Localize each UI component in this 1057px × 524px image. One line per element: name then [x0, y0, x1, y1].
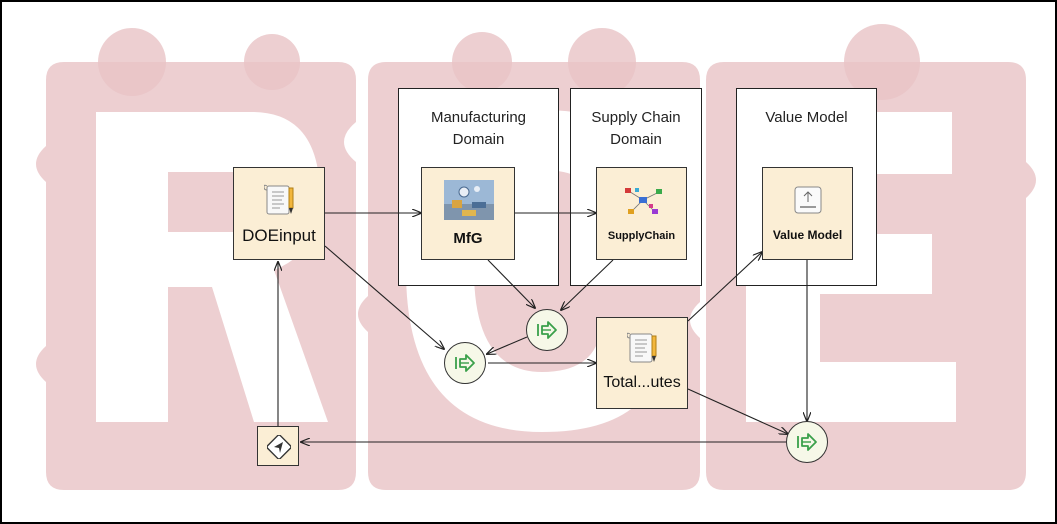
group-title: Manufacturing Domain — [430, 109, 527, 148]
merge-arrow-icon — [537, 321, 557, 339]
merge-arrow-icon — [797, 433, 817, 451]
merge-arrow-icon — [455, 354, 475, 372]
node-mfg[interactable]: MfG — [421, 167, 515, 260]
merger-node-1[interactable] — [444, 342, 486, 384]
connection-mfg-merger2 — [487, 259, 535, 308]
script-document-icon — [627, 332, 657, 363]
merger-node-2[interactable] — [526, 309, 568, 351]
group-value-model[interactable]: Value Model — [736, 88, 877, 286]
script-document-icon — [264, 184, 294, 215]
group-title: Supply Chain Domain — [591, 109, 681, 148]
node-totalutes[interactable]: Total...utes — [596, 317, 688, 409]
connection-doeinput-merger1 — [324, 245, 444, 349]
node-converger[interactable] — [257, 426, 299, 466]
node-label: Total...utes — [603, 374, 681, 391]
node-value-model[interactable]: Value Model — [762, 167, 853, 260]
connection-totalutes-merger3 — [687, 388, 788, 434]
manufacturing-image-icon — [444, 180, 494, 220]
connection-merger2-merger1 — [487, 336, 528, 354]
node-label: DOEinput — [242, 226, 316, 245]
node-label: SupplyChain — [607, 230, 676, 242]
merger-node-3[interactable] — [786, 421, 828, 463]
node-label: MfG — [453, 230, 483, 247]
node-supplychain[interactable]: SupplyChain — [596, 167, 687, 260]
navigation-arrow-icon — [267, 435, 291, 459]
value-model-icon — [794, 186, 822, 214]
connection-supplychain-merger2 — [561, 259, 614, 310]
connection-totalutes-valuemodel — [687, 252, 762, 322]
supply-chain-network-icon — [625, 188, 662, 214]
node-label: Value Model — [772, 228, 843, 242]
group-title: Value Model — [765, 109, 848, 126]
node-doeinput[interactable]: DOEinput — [233, 167, 325, 260]
